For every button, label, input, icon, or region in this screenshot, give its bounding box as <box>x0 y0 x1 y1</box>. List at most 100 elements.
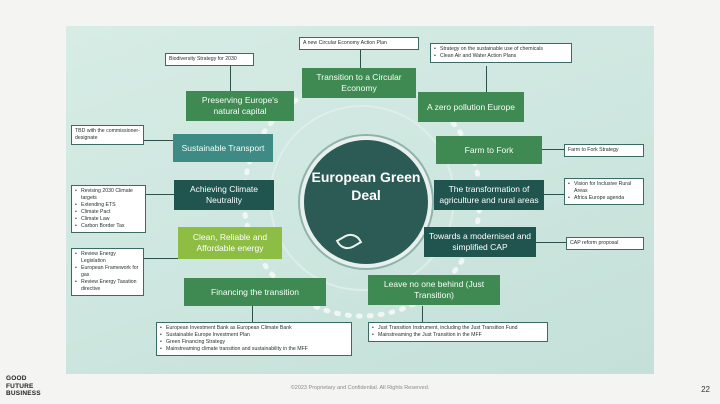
callout-item: • Climate Pact <box>75 209 142 216</box>
center-title: European Green Deal <box>311 169 421 203</box>
callout-item: • Carbon Border Tax <box>75 223 142 230</box>
callout-agriculture-rural: • Vision for Inclusive Rural Areas•Africa… <box>564 178 644 205</box>
callout-item-text: Review Energy Taxation directive <box>81 279 137 292</box>
callout-item-text: Carbon Border Tax <box>81 223 125 229</box>
callout-item-text: Review Energy Legislation <box>81 251 116 264</box>
callout-item-text: Farm to Fork Strategy <box>568 147 619 153</box>
callout-item: • Review Energy Legislation <box>75 251 140 265</box>
callout-climate-neutrality: • Revising 2030 Climate targets • Extending… <box>71 185 146 233</box>
callout-item: •Africa Europe agenda <box>568 195 640 202</box>
callout-modernised-cap: CAP reform proposal <box>566 237 644 250</box>
connector-neutrality <box>146 194 176 195</box>
callout-item: • Green Financing Strategy <box>160 339 348 346</box>
callout-item-text: TBD with the commissioner-designate <box>75 128 140 141</box>
callout-item: A new Circular Economy Action Plan <box>303 40 415 47</box>
callout-leave-no-one-behind: • Just Transition Instrument, including t… <box>368 322 548 342</box>
bullet-icon: • <box>372 325 374 331</box>
connector-transport <box>144 140 174 141</box>
node-clean-energy: Clean, Reliable and Affordable energy <box>178 227 282 259</box>
callout-item-text: Extending ETS <box>81 202 116 208</box>
callout-item-text: Mainstreaming climate transition and sus… <box>166 346 308 352</box>
node-farm-to-fork: Farm to Fork <box>436 136 542 164</box>
callout-item: •Strategy on the sustainable use of chem… <box>434 46 568 53</box>
callout-financing: • European Investment Bank as European Cl… <box>156 322 352 356</box>
node-modernised-cap: Towards a modernised and simplified CAP <box>424 227 536 257</box>
callout-item-text: Climate Pact <box>81 209 111 215</box>
callout-farm-to-fork: Farm to Fork Strategy <box>564 144 644 157</box>
bullet-icon: • <box>568 181 570 187</box>
callout-item: Farm to Fork Strategy <box>568 147 640 154</box>
bullet-icon: • <box>568 195 570 201</box>
callout-circular-economy: A new Circular Economy Action Plan <box>299 37 419 50</box>
connector-circular <box>360 46 361 68</box>
logo-line: FUTURE <box>6 382 34 390</box>
node-sustainable-transport: Sustainable Transport <box>173 134 273 162</box>
node-agriculture-rural: The transformation of agriculture and ru… <box>434 180 544 210</box>
callout-clean-energy: • Review Energy Legislation • European Fram… <box>71 248 144 296</box>
callout-item-text: Revising 2030 Climate targets <box>81 188 133 201</box>
callout-item-text: European Framework for gas <box>81 265 139 278</box>
center-circle: European Green Deal <box>300 136 432 268</box>
callout-natural-capital: Biodiversity Strategy for 2030 <box>165 53 254 66</box>
bullet-icon: • <box>75 265 77 271</box>
bullet-icon: • <box>160 325 162 331</box>
callout-item: Biodiversity Strategy for 2030 <box>169 56 250 63</box>
bullet-icon: • <box>434 53 436 59</box>
callout-item: • Review Energy Taxation directive <box>75 279 140 293</box>
bullet-icon: • <box>75 209 77 215</box>
callout-item: • Sustainable Europe Investment Plan <box>160 332 348 339</box>
node-financing: Financing the transition <box>184 278 326 306</box>
bullet-icon: • <box>160 346 162 352</box>
callout-item: • Clean Air and Water Action Plans <box>434 53 568 60</box>
bullet-icon: • <box>75 188 77 194</box>
node-circular-economy: Transition to a Circular Economy <box>302 68 416 98</box>
callout-item-text: Climate Law <box>81 216 110 222</box>
bullet-icon: • <box>434 46 436 52</box>
connector-cap <box>536 242 566 243</box>
connector-agriculture <box>544 194 564 195</box>
callout-item-text: European Investment Bank as European Cli… <box>166 325 292 331</box>
connector-justtransition <box>422 306 423 322</box>
connector-financing <box>252 306 253 322</box>
callout-item: • Extending ETS <box>75 202 142 209</box>
callout-item-text: Sustainable Europe Investment Plan <box>166 332 250 338</box>
callout-item-text: Just Transition Instrument, including th… <box>378 325 518 331</box>
callout-item: • Mainstreaming the Just Transition in th… <box>372 332 544 339</box>
callout-item-text: Mainstreaming the Just Transition in the… <box>378 332 482 338</box>
bullet-icon: • <box>75 223 77 229</box>
bullet-icon: • <box>160 339 162 345</box>
bullet-icon: • <box>75 202 77 208</box>
callout-item: CAP reform proposal <box>570 240 640 247</box>
logo-line: GOOD <box>6 375 27 382</box>
copyright-text: ©2023 Proprietary and Confidential. All … <box>290 385 430 391</box>
connector-zero <box>486 66 487 92</box>
page-number: 22 <box>701 385 710 394</box>
callout-sustainable-transport: TBD with the commissioner-designate <box>71 125 144 145</box>
node-zero-pollution: A zero pollution Europe <box>418 92 524 122</box>
connector-natural <box>230 63 231 91</box>
bullet-icon: • <box>160 332 162 338</box>
callout-item: • Revising 2030 Climate targets <box>75 188 142 202</box>
callout-item-text: A new Circular Economy Action Plan <box>303 40 387 46</box>
connector-farm <box>542 149 564 150</box>
bullet-icon: • <box>75 279 77 285</box>
callout-item-text: Clean Air and Water Action Plans <box>440 53 517 59</box>
bullet-icon: • <box>372 332 374 338</box>
node-climate-neutrality: Achieving Climate Neutrality <box>174 180 274 210</box>
logo-line: BUSINESS <box>6 390 41 397</box>
callout-item: • Just Transition Instrument, including t… <box>372 325 544 332</box>
bullet-icon: • <box>75 251 77 257</box>
bullet-icon: • <box>75 216 77 222</box>
callout-item-text: Vision for Inclusive Rural Areas <box>574 181 631 194</box>
callout-item: • Climate Law <box>75 216 142 223</box>
connector-energy <box>144 258 178 259</box>
company-logo: GOOD FUTURE BUSINESS <box>6 375 41 398</box>
callout-item-text: Green Financing Strategy <box>166 339 226 345</box>
node-natural-capital: Preserving Europe's natural capital <box>186 91 294 121</box>
callout-item: • Mainstreaming climate transition and su… <box>160 346 348 353</box>
callout-item: • European Investment Bank as European Cl… <box>160 325 348 332</box>
leaf-icon <box>335 229 363 254</box>
callout-item: • Vision for Inclusive Rural Areas <box>568 181 640 195</box>
callout-zero-pollution: •Strategy on the sustainable use of chem… <box>430 43 572 63</box>
node-leave-no-one-behind: Leave no one behind (Just Transition) <box>368 275 500 305</box>
